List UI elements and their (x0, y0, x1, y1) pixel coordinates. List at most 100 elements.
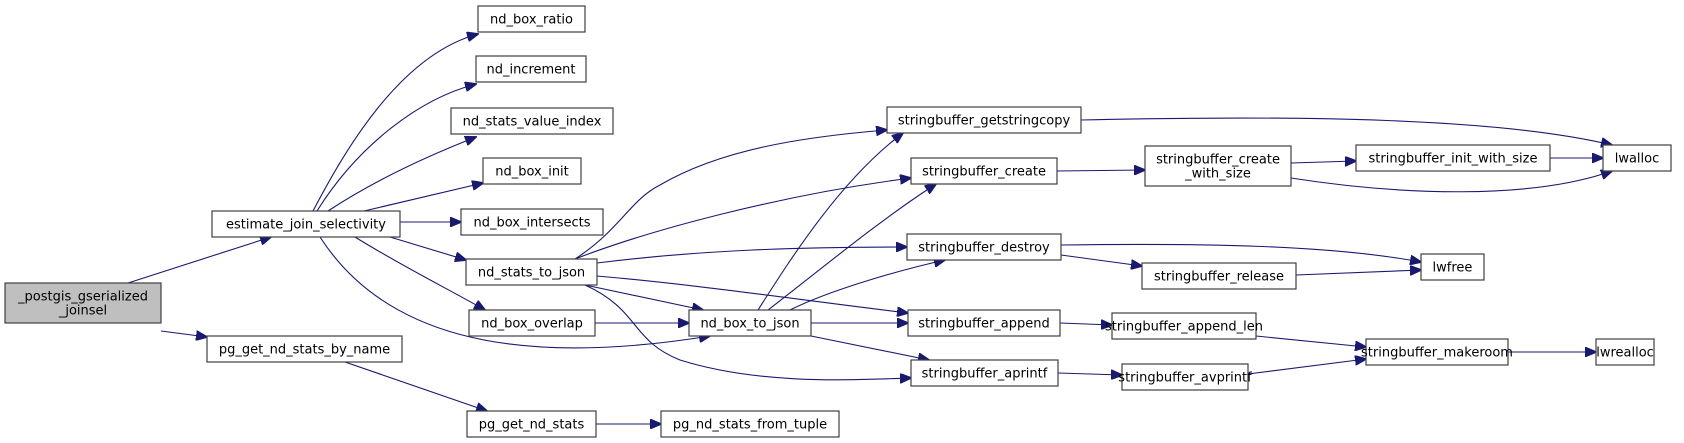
node-label: pg_get_nd_stats (479, 418, 585, 433)
edge-line (574, 178, 911, 260)
node-box[interactable] (1141, 262, 1297, 290)
edge-line (1080, 117, 1612, 145)
node-lwrealloc[interactable]: lwrealloc (1595, 338, 1655, 366)
node-lwalloc[interactable]: lwalloc (1602, 144, 1672, 172)
node-box[interactable] (688, 309, 812, 337)
edge-estimate_join_selectivity-to-nd_box_overlap (354, 236, 485, 310)
node-box[interactable] (482, 157, 582, 185)
edge-line (789, 260, 945, 311)
node-stringbuffer_create[interactable]: stringbuffer_create (910, 157, 1058, 185)
node-stringbuffer_destroy[interactable]: stringbuffer_destroy (906, 233, 1062, 261)
node-lwfree[interactable]: lwfree (1420, 253, 1485, 281)
node-box[interactable] (1420, 253, 1485, 281)
node-box[interactable] (1365, 338, 1509, 366)
node-nd_box_init[interactable]: nd_box_init (482, 157, 582, 185)
node-label: stringbuffer_avprintf (1118, 371, 1252, 386)
node-label: nd_box_to_json (700, 317, 799, 332)
node-stringbuffer_aprintf[interactable]: stringbuffer_aprintf (910, 359, 1059, 387)
node-pg_get_nd_stats_by_name[interactable]: pg_get_nd_stats_by_name (206, 335, 403, 363)
node-stringbuffer_append[interactable]: stringbuffer_append (907, 309, 1061, 337)
edge-nd_stats_to_json-to-stringbuffer_destroy (596, 247, 907, 264)
node-box[interactable] (907, 309, 1061, 337)
node-box[interactable] (468, 309, 596, 337)
node-box[interactable] (910, 157, 1058, 185)
node-box[interactable] (477, 5, 586, 33)
node-label: _with_size (1184, 167, 1251, 182)
node-stringbuffer_makeroom[interactable]: stringbuffer_makeroom (1361, 338, 1513, 366)
node-box[interactable] (1111, 312, 1257, 340)
edge-line (1060, 254, 1142, 266)
edge-line (1295, 270, 1421, 276)
node-stringbuffer_append_len[interactable]: stringbuffer_append_len (1105, 312, 1263, 340)
edge-nd_stats_to_json-to-stringbuffer_aprintf (584, 284, 911, 380)
node-label: nd_box_overlap (481, 317, 583, 332)
node-box[interactable] (465, 258, 598, 286)
node-box[interactable] (910, 359, 1059, 387)
node-box[interactable] (1144, 145, 1292, 187)
node-box[interactable] (1355, 144, 1551, 172)
node-label: nd_box_intersects (473, 216, 590, 231)
node-label: _joinsel (58, 304, 107, 319)
node-label: lwfree (1433, 261, 1473, 276)
edges (127, 34, 1612, 424)
edge-pg_get_nd_stats_by_name-to-pg_get_nd_stats (344, 361, 487, 411)
node-nd_box_ratio[interactable]: nd_box_ratio (477, 5, 586, 33)
edge-stringbuffer_create-to-stringbuffer_create_with_size (1056, 170, 1145, 171)
node-estimate_join_selectivity[interactable]: estimate_join_selectivity (211, 210, 401, 238)
node-nd_box_overlap[interactable]: nd_box_overlap (468, 309, 596, 337)
edge-estimate_join_selectivity-to-nd_stats_to_json (389, 236, 466, 260)
node-box[interactable] (466, 410, 597, 438)
node-label: estimate_join_selectivity (226, 218, 386, 233)
node-nd_box_to_json[interactable]: nd_box_to_json (688, 309, 812, 337)
node-pg_get_nd_stats[interactable]: pg_get_nd_stats (466, 410, 597, 438)
node-stringbuffer_getstringcopy[interactable]: stringbuffer_getstringcopy (886, 106, 1082, 134)
edge-line (574, 130, 887, 260)
node-box[interactable] (450, 107, 614, 135)
edge-line (810, 335, 929, 360)
node-stringbuffer_avprintf[interactable]: stringbuffer_avprintf (1118, 363, 1252, 391)
node-pg_nd_stats_from_tuple[interactable]: pg_nd_stats_from_tuple (660, 410, 840, 438)
edge-line (1057, 373, 1122, 375)
node-nd_stats_value_index[interactable]: nd_stats_value_index (450, 107, 614, 135)
node-label: _postgis_gserialized (17, 290, 148, 305)
edge-line (160, 330, 207, 337)
node-box[interactable] (886, 106, 1082, 134)
node-stringbuffer_init_with_size[interactable]: stringbuffer_init_with_size (1355, 144, 1551, 172)
node-box[interactable] (206, 335, 403, 363)
edge-line (1056, 170, 1145, 171)
node-box[interactable] (4, 282, 162, 324)
node-box[interactable] (460, 208, 604, 236)
node-box[interactable] (475, 55, 587, 83)
edge-stringbuffer_append_len-to-stringbuffer_makeroom (1255, 335, 1366, 347)
node-label: lwrealloc (1596, 346, 1654, 361)
node-stringbuffer_create_with_size[interactable]: stringbuffer_create_with_size (1144, 145, 1292, 187)
edge-line (319, 236, 710, 349)
node-box[interactable] (906, 233, 1062, 261)
node-box[interactable] (1595, 338, 1655, 366)
edge-line (316, 84, 476, 212)
edge-estimate_join_selectivity-to-nd_increment (316, 84, 476, 212)
node-label: pg_nd_stats_from_tuple (673, 418, 827, 433)
node-box[interactable] (1121, 363, 1249, 391)
edge-stringbuffer_append-to-stringbuffer_append_len (1059, 323, 1112, 325)
node-nd_increment[interactable]: nd_increment (475, 55, 587, 83)
node-label: stringbuffer_append (918, 317, 1050, 332)
node-label: stringbuffer_append_len (1105, 320, 1263, 335)
edge-line (344, 361, 487, 411)
node-box[interactable] (1602, 144, 1672, 172)
node-label: stringbuffer_destroy (918, 241, 1050, 256)
node-nd_box_intersects[interactable]: nd_box_intersects (460, 208, 604, 236)
node-box[interactable] (660, 410, 840, 438)
edge-line (127, 237, 271, 284)
edge-line (1255, 335, 1366, 347)
node-nd_stats_to_json[interactable]: nd_stats_to_json (465, 258, 598, 286)
edge-line (1290, 161, 1356, 163)
edge-line (354, 236, 485, 310)
node-box[interactable] (211, 210, 401, 238)
edge-nd_box_to_json-to-stringbuffer_destroy (789, 260, 945, 311)
edge-stringbuffer_getstringcopy-to-lwalloc (1080, 117, 1612, 145)
node-postgis_gserialized_joinsel[interactable]: _postgis_gserialized_joinsel (4, 282, 162, 324)
node-stringbuffer_release[interactable]: stringbuffer_release (1141, 262, 1297, 290)
edge-stringbuffer_create_with_size-to-stringbuffer_init_with_size (1290, 161, 1356, 163)
